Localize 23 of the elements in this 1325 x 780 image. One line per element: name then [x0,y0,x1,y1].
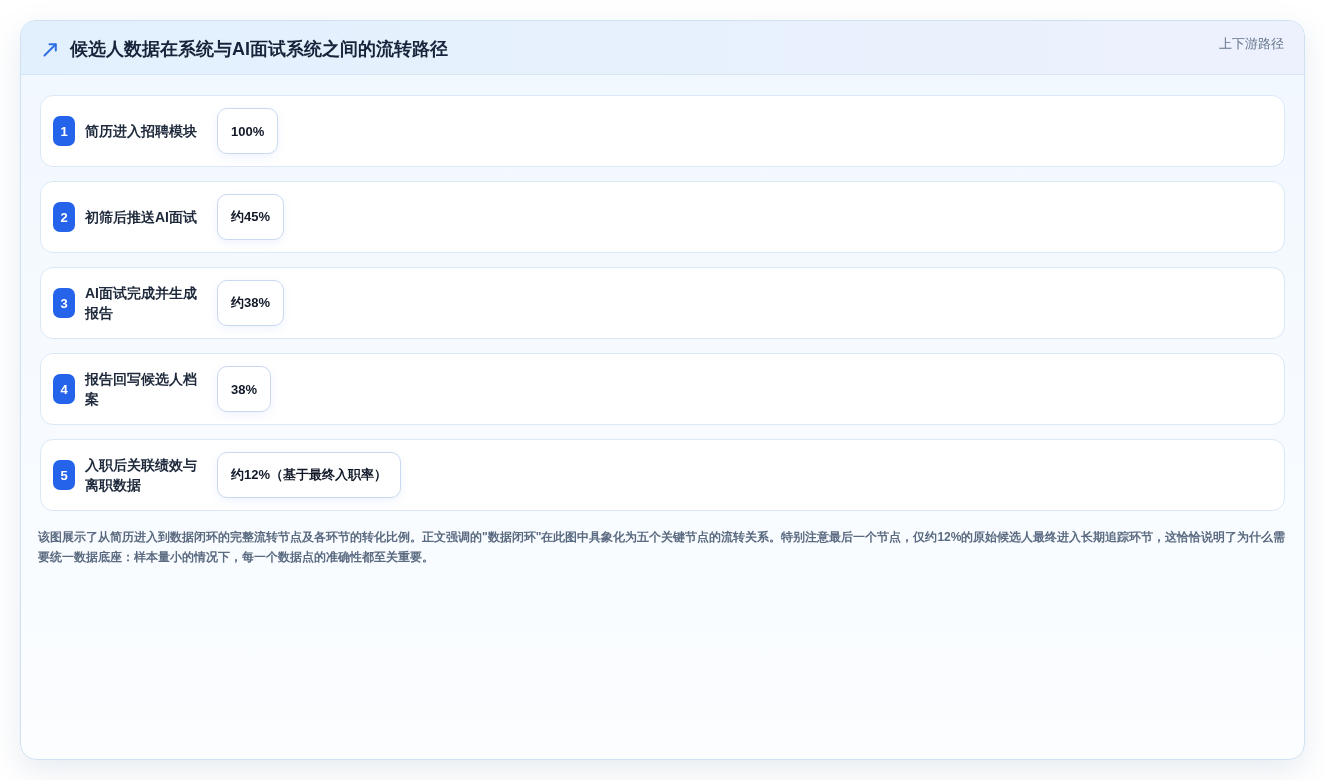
percentage-pill: 约12%（基于最终入职率） [217,452,402,498]
step-label: 报告回写候选人档案 [85,370,198,409]
step-label: 入职后关联绩效与离职数据 [85,456,198,495]
step-label: 初筛后推送AI面试 [85,208,198,227]
step-card [40,353,1285,425]
percentage-pill: 100% [217,108,279,154]
step-card [40,181,1285,253]
title: 候选人数据在系统与AI面试系统之间的流转路径 [70,38,448,61]
step-card [40,95,1285,167]
number-badge: 5 [53,460,75,490]
step-label: 简历进入招聘模块 [85,122,198,141]
percentage-pill: 约38% [217,280,285,326]
header-note: 上下游路径 [1219,35,1284,53]
number-badge: 2 [53,202,75,232]
percentage-pill: 38% [217,366,272,412]
step-card [40,267,1285,339]
number-badge: 3 [53,288,75,318]
percentage-pill: 约45% [217,194,285,240]
step-card [40,439,1285,511]
number-badge: 1 [53,116,75,146]
caption: 该图展示了从简历进入到数据闭环的完整流转节点及各环节的转化比例。正文强调的"数据闭环"在此图中具象化为五个关键节点的流转关系。特别注意最后一个节点，仅约12%的原始候选人最终进入长期追踪环节，这恰恰说明了为什么需要统一数据底座：样本量小的情况下，每一个数据点的准确性都至关重要。 [38,529,1287,566]
step-label: AI面试完成并生成报告 [85,284,198,323]
number-badge: 4 [53,374,75,404]
